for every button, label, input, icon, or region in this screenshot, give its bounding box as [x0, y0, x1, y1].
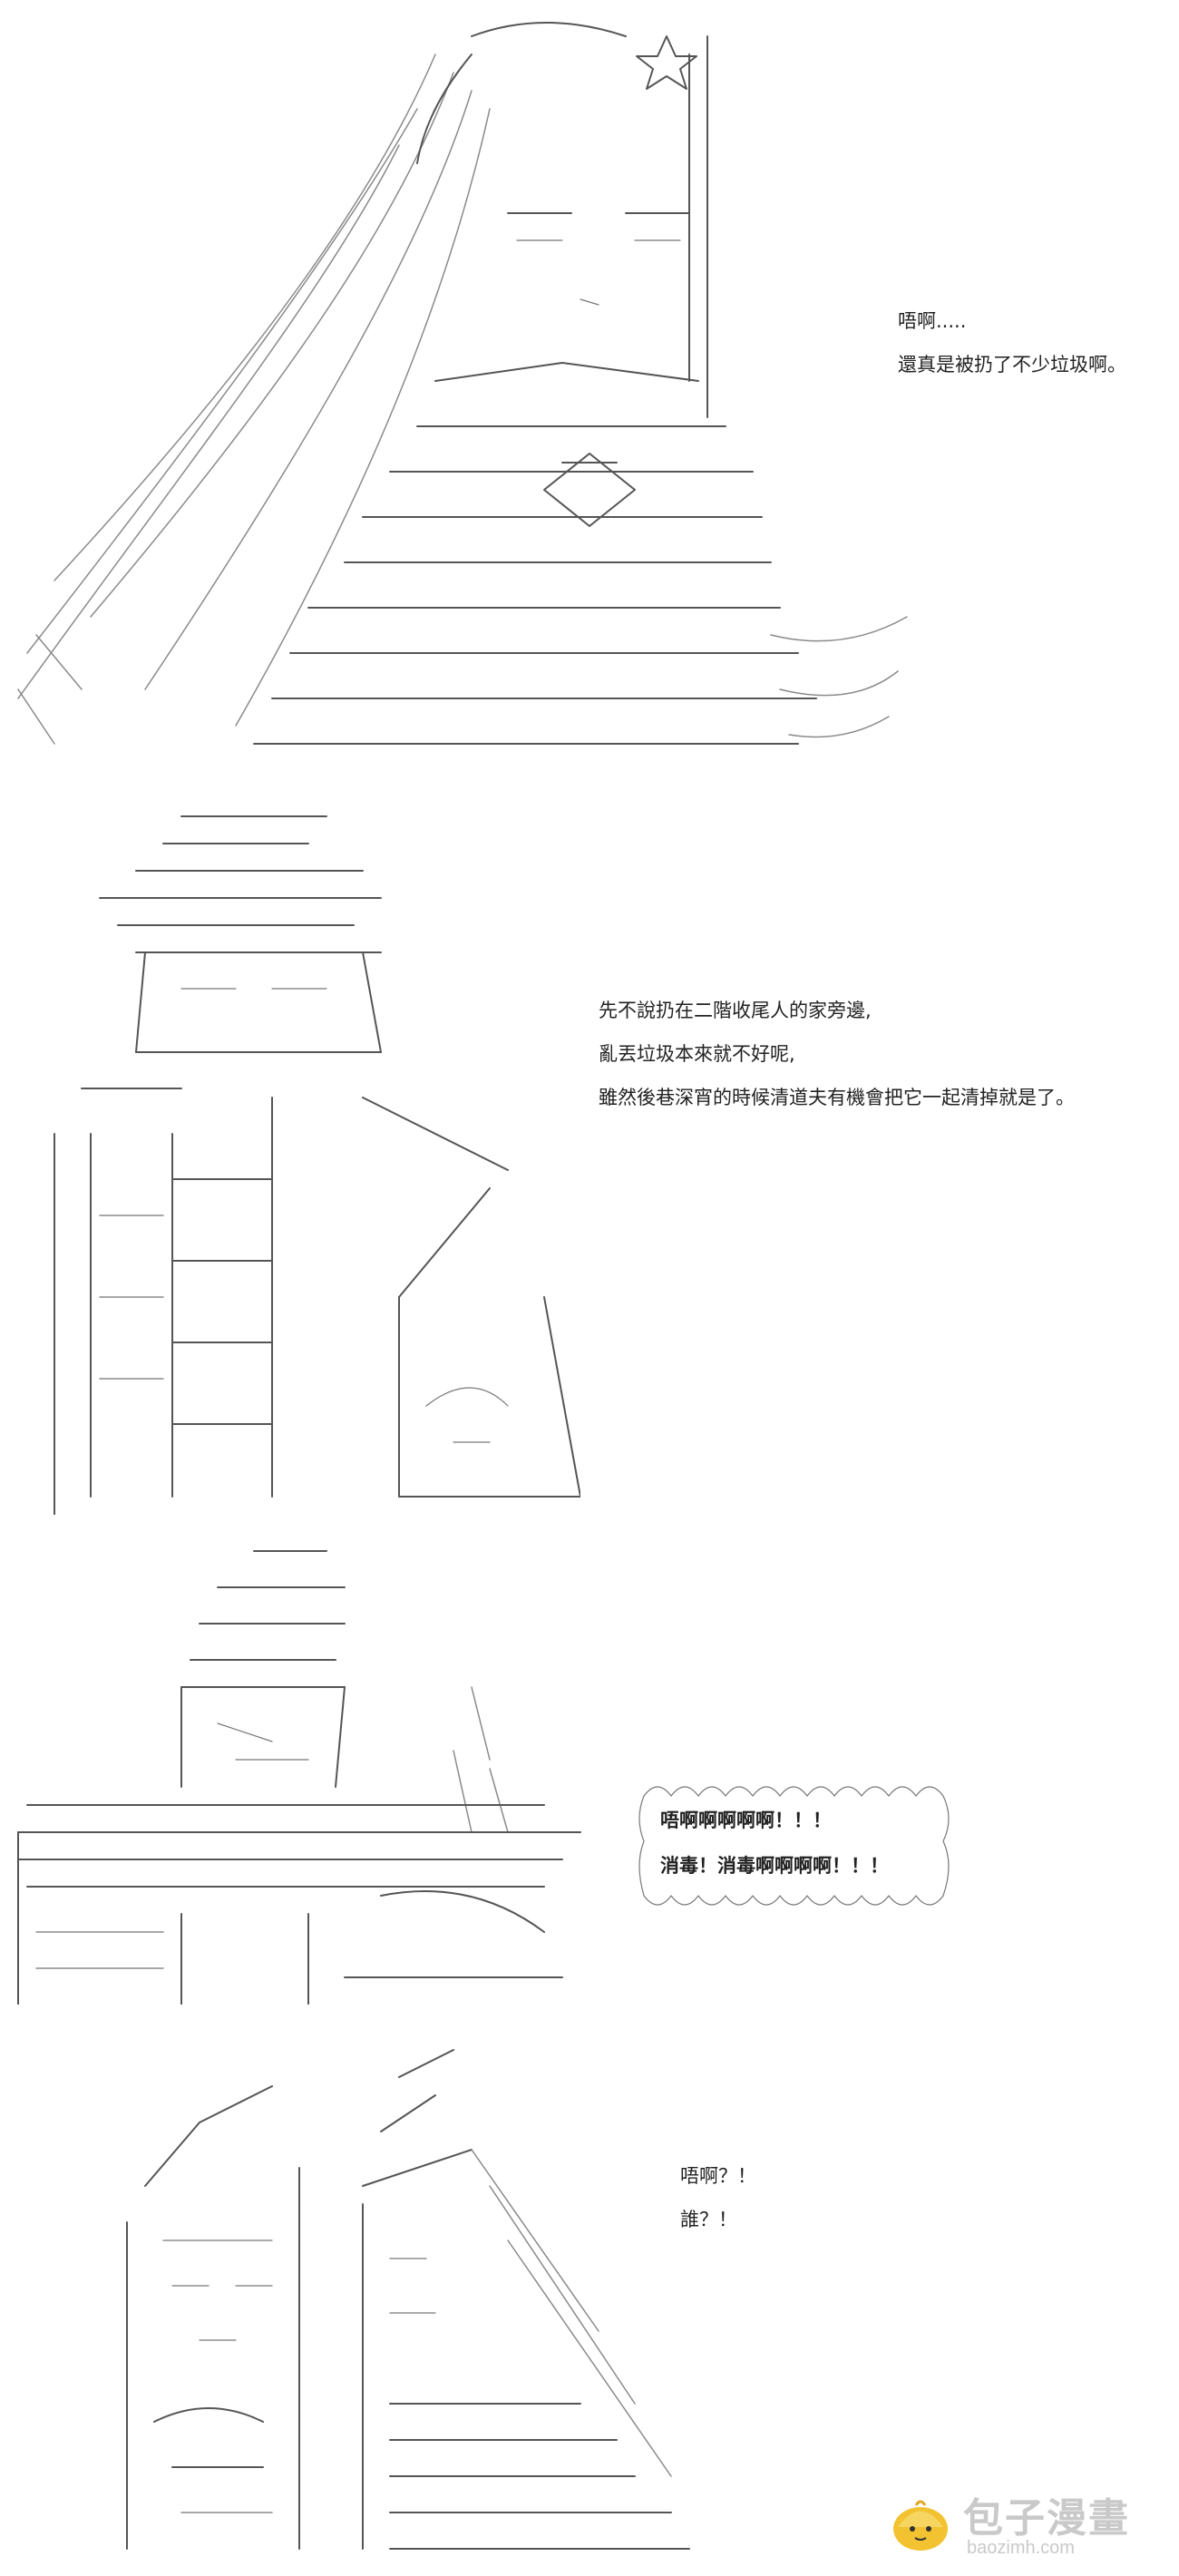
dialogue-line: 唔啊？！: [680, 2165, 756, 2187]
ascii-art-drawing: [17, 1550, 581, 2005]
dialogue-line: 雖然後巷深宵的時候清道夫有機會把它一起清掉就是了。: [599, 1087, 1075, 1108]
dialogue-panel-2: 先不說扔在二階收尾人的家旁邊, 亂丟垃圾本來就不好呢, 雖然後巷深宵的時候清道夫…: [599, 989, 1075, 1119]
watermark-url: baozimh.com: [967, 2538, 1075, 2558]
bun-mascot-icon: [889, 2491, 952, 2554]
site-watermark: 包子漫畫 baozimh.com: [889, 2485, 1170, 2567]
dialogue-panel-4: 唔啊？！ 誰？！: [680, 2154, 756, 2241]
ascii-art-figure-cleaning: [0, 1533, 599, 2005]
bubble-text: 唔啊啊啊啊啊！！！ 消毒！消毒啊啊啊啊！！！: [660, 1798, 889, 1888]
dialogue-panel-1: 唔啊..... 還真是被扔了不少垃圾啊。: [898, 299, 1126, 386]
dialogue-line: 先不說扔在二階收尾人的家旁邊,: [599, 1000, 872, 1021]
ascii-art-figure-with-hat: [0, 789, 580, 1515]
ascii-art-two-figures: [91, 2041, 707, 2567]
dialogue-line: 還真是被扔了不少垃圾啊。: [898, 354, 1126, 376]
bubble-line: 消毒！消毒啊啊啊啊！！！: [660, 1855, 889, 1877]
panel-1: 唔啊..... 還真是被扔了不少垃圾啊。: [0, 0, 1179, 771]
dialogue-line: 誰？！: [680, 2209, 737, 2230]
ascii-art-drawing: [126, 2049, 690, 2550]
dialogue-line: 唔啊.....: [898, 310, 967, 332]
ascii-art-drawing: [17, 22, 908, 745]
panel-3: 唔啊啊啊啊啊！！！ 消毒！消毒啊啊啊啊！！！: [0, 1515, 1179, 2023]
watermark-title: 包子漫畫: [963, 2495, 1130, 2542]
ascii-art-drawing: [54, 815, 580, 1515]
speech-bubble-shout: 唔啊啊啊啊啊！！！ 消毒！消毒啊啊啊啊！！！: [635, 1778, 961, 1914]
panel-4: 唔啊？！ 誰？！: [0, 2023, 1179, 2576]
dialogue-line: 亂丟垃圾本來就不好呢,: [599, 1043, 795, 1065]
bubble-line: 唔啊啊啊啊啊！！！: [660, 1810, 832, 1831]
jagged-bubble-border: [638, 1786, 950, 1906]
panel-2: 先不說扔在二階收尾人的家旁邊, 亂丟垃圾本來就不好呢, 雖然後巷深宵的時候清道夫…: [0, 771, 1179, 1515]
ascii-art-girl-long-hair: [0, 0, 916, 762]
